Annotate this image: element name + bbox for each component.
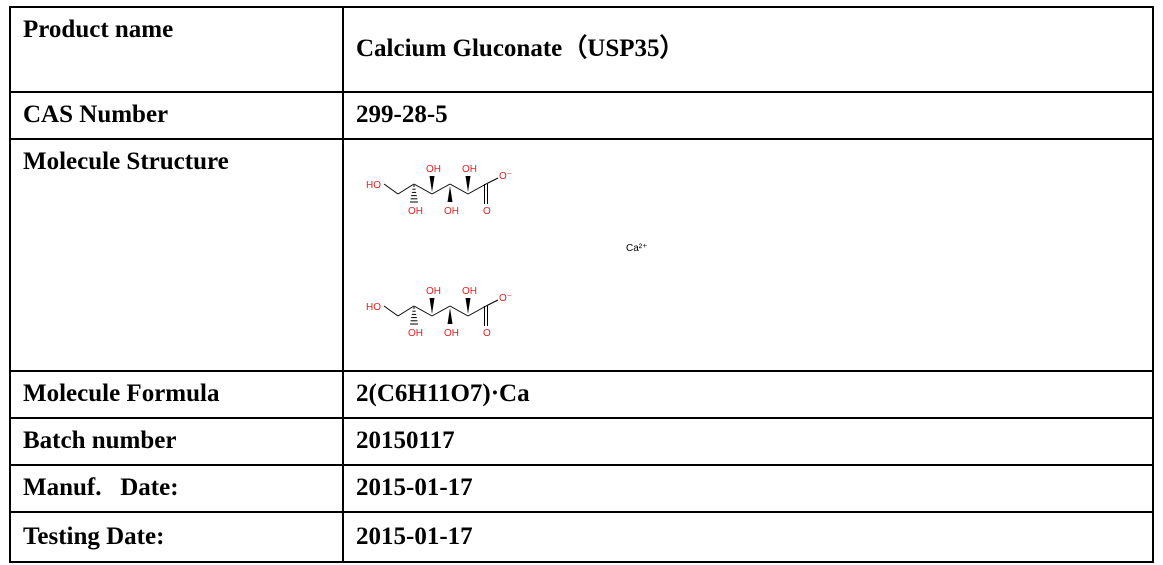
c-o-bond xyxy=(485,299,499,307)
label-cas-number: CAS Number xyxy=(9,90,344,140)
row-product-name: Product name Calcium Gluconate（USP35） xyxy=(9,6,1154,93)
label-molecule-formula: Molecule Formula xyxy=(9,370,344,419)
wedge-bond xyxy=(465,175,471,192)
chain-bond xyxy=(431,183,451,195)
chain-bond xyxy=(397,305,415,317)
row-manuf-date: Manuf. Date: 2015-01-17 xyxy=(9,463,1154,513)
row-batch-number: Batch number 20150117 xyxy=(9,416,1154,466)
value-manuf-date: 2015-01-17 xyxy=(342,463,1154,513)
hydroxyl-label: OH xyxy=(462,164,477,175)
carbonyl-o-label: O xyxy=(483,328,491,339)
c-o-bond xyxy=(485,177,499,185)
carbonyl-o-label: O xyxy=(483,206,491,217)
row-cas-number: CAS Number 299-28-5 xyxy=(9,90,1154,140)
value-cas-number: 299-28-5 xyxy=(342,90,1154,140)
hydroxyl-label: OH xyxy=(444,328,459,339)
wedge-bond xyxy=(429,175,435,192)
chain-bond xyxy=(449,183,469,195)
hydroxyl-label: OH xyxy=(426,164,441,175)
value-molecule-formula: 2(C6H11O7)·Ca xyxy=(342,370,1154,419)
chain-bond xyxy=(467,183,487,195)
value-testing-date: 2015-01-17 xyxy=(342,510,1154,564)
chain-bond xyxy=(449,305,469,317)
product-info-table: Product name Calcium Gluconate（USP35） CA… xyxy=(9,6,1154,564)
wedge-bond xyxy=(447,307,453,324)
chain-bond xyxy=(397,183,415,195)
label-product-name: Product name xyxy=(9,6,344,93)
product-name-text: Calcium Gluconate xyxy=(356,35,563,63)
hydroxyl-label: OH xyxy=(444,206,459,217)
label-molecule-structure: Molecule Structure xyxy=(9,137,344,373)
paren-open: （ xyxy=(562,35,588,63)
chain-bond xyxy=(467,305,487,317)
hydroxyl-label: HO xyxy=(366,302,381,313)
label-manuf-date: Manuf. Date: xyxy=(9,463,344,513)
chain-bond xyxy=(413,183,433,195)
label-testing-date: Testing Date: xyxy=(9,510,344,564)
value-batch-number: 20150117 xyxy=(342,416,1154,466)
hydroxyl-label: OH xyxy=(426,286,441,297)
calcium-ion-label: Ca²⁺ xyxy=(626,243,647,254)
row-molecule-formula: Molecule Formula 2(C6H11O7)·Ca xyxy=(9,370,1154,419)
chain-bond xyxy=(383,183,399,195)
wedge-bond xyxy=(447,185,453,202)
product-grade: USP35 xyxy=(587,35,660,63)
carboxylate-o-minus-label: O⁻ xyxy=(499,171,512,182)
hydroxyl-label: HO xyxy=(366,180,381,191)
hydroxyl-label: OH xyxy=(462,286,477,297)
gluconate-anion-2: HO OH OH OH OH O⁻ O xyxy=(366,286,512,339)
hydroxyl-label: OH xyxy=(408,206,423,217)
gluconate-anion-1: HO OH OH OH OH O⁻ O xyxy=(366,164,512,217)
chain-bond xyxy=(383,305,399,317)
chain-bond xyxy=(413,305,433,317)
wedge-bond xyxy=(465,297,471,314)
value-product-name: Calcium Gluconate（USP35） xyxy=(342,6,1154,93)
paren-close: ） xyxy=(659,35,685,63)
molecule-structure-diagram: HO OH OH OH OH O⁻ O HO OH OH OH OH O⁻ O Ca²⁺ xyxy=(366,164,647,339)
label-batch-number: Batch number xyxy=(9,416,344,466)
row-testing-date: Testing Date: 2015-01-17 xyxy=(9,510,1154,564)
value-molecule-structure: HO OH OH OH OH O⁻ O HO OH OH OH OH O⁻ O Ca²⁺ xyxy=(342,137,1154,373)
wedge-bond xyxy=(429,297,435,314)
carboxylate-o-minus-label: O⁻ xyxy=(499,293,512,304)
hydroxyl-label: OH xyxy=(408,328,423,339)
chain-bond xyxy=(431,305,451,317)
